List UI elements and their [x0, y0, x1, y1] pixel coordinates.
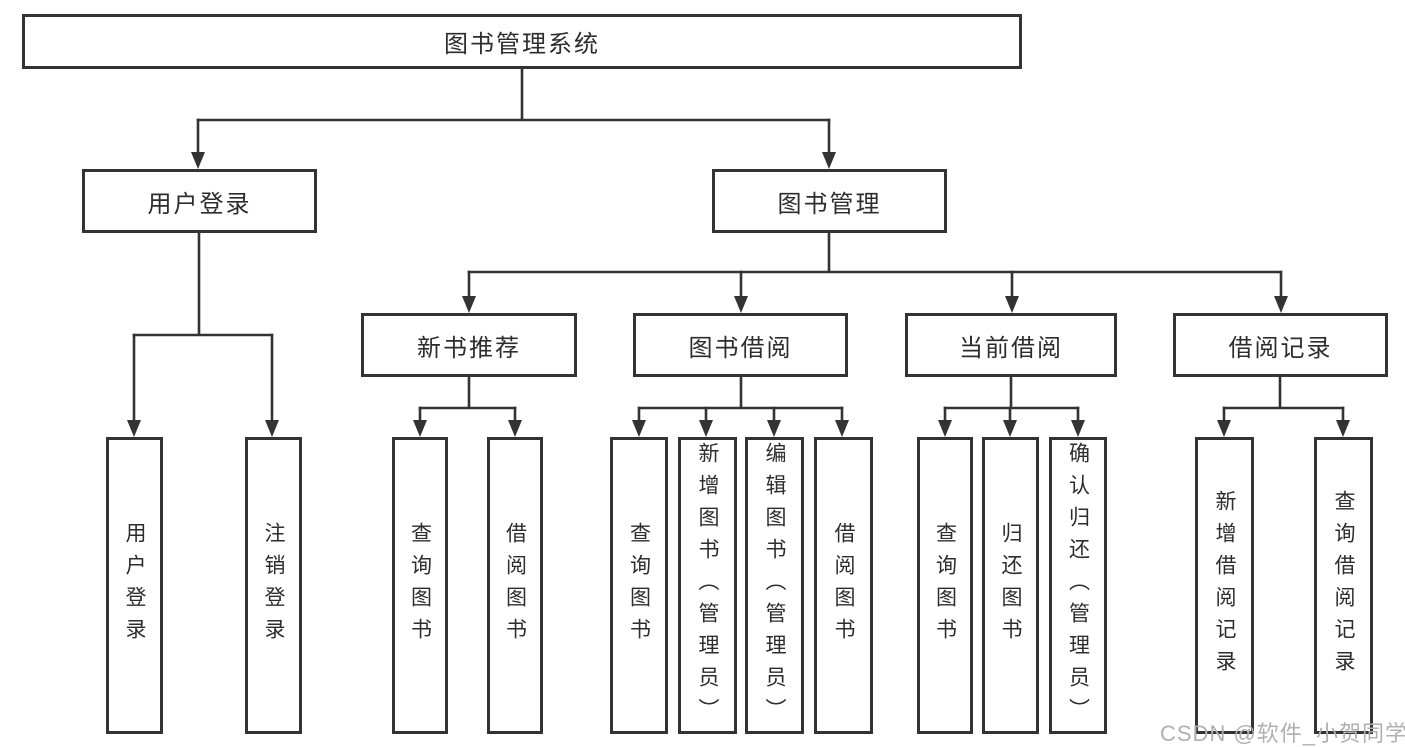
node-user-login: 用户登录 [82, 169, 317, 233]
node-label: 借阅记录 [1228, 334, 1333, 362]
leaf-label: 新增图书（管理员） [696, 441, 719, 730]
node-label: 当前借阅 [959, 334, 1063, 362]
node-borrowing-records: 借阅记录 [1173, 313, 1388, 377]
leaf-label: 用户登录 [123, 521, 146, 650]
node-system-root: 图书管理系统 [22, 14, 1022, 69]
leaf-query-books-recommend: 查询图书 [392, 437, 448, 734]
node-label: 图书管理系统 [444, 31, 600, 58]
leaf-label: 确认归还（管理员） [1066, 441, 1090, 730]
leaf-label: 查询图书 [408, 521, 432, 650]
leaf-user-login: 用户登录 [106, 437, 163, 734]
leaf-label: 借阅图书 [832, 521, 855, 650]
leaf-query-books-borrowing: 查询图书 [610, 437, 668, 734]
node-book-borrowing: 图书借阅 [633, 313, 848, 377]
leaf-borrow-books-recommend: 借阅图书 [487, 437, 543, 734]
leaf-label: 新增借阅记录 [1213, 489, 1236, 682]
leaf-query-books-current: 查询图书 [917, 437, 973, 734]
node-new-book-recommend: 新书推荐 [361, 313, 577, 377]
leaf-edit-book-admin: 编辑图书（管理员） [745, 437, 804, 734]
node-label: 图书管理 [777, 190, 882, 218]
leaf-add-borrow-record: 新增借阅记录 [1195, 437, 1254, 734]
leaf-label: 归还图书 [999, 521, 1022, 650]
leaf-label: 借阅图书 [503, 521, 527, 650]
node-book-management: 图书管理 [712, 169, 947, 233]
csdn-watermark: CSDN @软件_小贺同学 [1160, 721, 1405, 746]
node-label: 图书借阅 [688, 334, 793, 362]
leaf-label: 注销登录 [262, 521, 285, 650]
node-current-borrowing: 当前借阅 [905, 313, 1117, 377]
leaf-label: 查询借阅记录 [1332, 489, 1355, 682]
leaf-label: 查询图书 [627, 521, 651, 650]
leaf-return-book: 归还图书 [982, 437, 1039, 734]
node-label: 用户登录 [147, 190, 252, 218]
leaf-borrow-books-borrowing: 借阅图书 [814, 437, 873, 734]
leaf-query-borrow-record: 查询借阅记录 [1314, 437, 1373, 734]
leaf-label: 编辑图书（管理员） [763, 441, 786, 730]
node-label: 新书推荐 [417, 334, 521, 362]
leaf-confirm-return-admin: 确认归还（管理员） [1049, 437, 1107, 734]
leaf-add-book-admin: 新增图书（管理员） [678, 437, 737, 734]
leaf-logout-login: 注销登录 [245, 437, 302, 734]
leaf-label: 查询图书 [933, 521, 957, 650]
